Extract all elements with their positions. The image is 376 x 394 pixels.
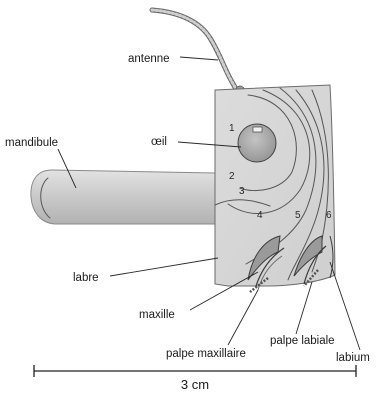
region-number-3: 3 xyxy=(239,186,245,197)
region-number-2: 2 xyxy=(229,171,235,182)
leader-palpe-maxillaire xyxy=(228,290,258,345)
label-mandibule: mandibule xyxy=(5,137,58,149)
region-number-4: 4 xyxy=(257,210,263,221)
leader-antenne xyxy=(180,57,218,60)
leader-labre xyxy=(110,258,218,276)
label-labium: labium xyxy=(336,352,370,364)
scale-bar-label: 3 cm xyxy=(181,377,209,392)
region-number-1: 1 xyxy=(229,123,235,134)
region-number-6: 6 xyxy=(326,210,332,221)
leader-palpe-labiale xyxy=(296,282,312,334)
region-number-5: 5 xyxy=(295,210,301,221)
label-maxille: maxille xyxy=(139,309,175,321)
label-palpe-maxillaire: palpe maxillaire xyxy=(166,348,246,360)
label-antenne: antenne xyxy=(128,53,170,65)
label-labre: labre xyxy=(73,272,99,284)
label-palpe-labiale: palpe labiale xyxy=(270,335,335,347)
mandibule-shape xyxy=(31,170,215,224)
label-oeil: œil xyxy=(151,136,167,148)
scale-bar: 3 cm xyxy=(34,365,356,392)
